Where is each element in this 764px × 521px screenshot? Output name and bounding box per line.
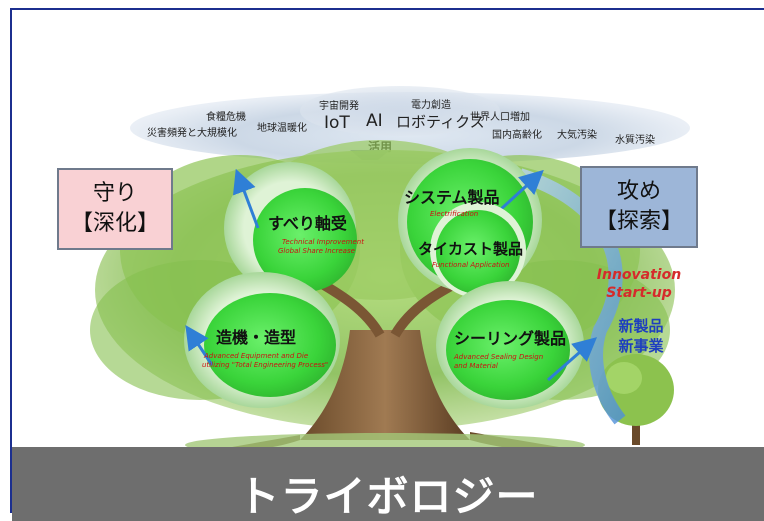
tech-ai: AI (366, 111, 383, 131)
die-cast-products-sub1: Functional Application (432, 261, 510, 269)
keyword-air-pollution: 大気汚染 (557, 130, 597, 141)
tech-robotics: ロボティクス (396, 113, 485, 131)
offense-label: 攻め (616, 179, 661, 204)
frame-border-left (10, 8, 12, 513)
sliding-bearing-text: すべり軸受 Technical Improvement Global Share… (268, 210, 364, 256)
keyword-global-warming: 地球温暖化 (257, 123, 307, 134)
machine-molding-sub1: Advanced Equipment and Die (204, 352, 309, 360)
keyword-population-growth: 世界人口増加 (470, 112, 530, 123)
circle-sealing-products (436, 281, 598, 409)
sliding-bearing-sub2: Global Share Increase (278, 247, 355, 255)
footer-title: トライボロジー (237, 472, 539, 521)
startup-text: Start-up (606, 285, 672, 301)
sliding-bearing-title: すべり軸受 (268, 214, 347, 233)
machine-molding-title: 造機・造型 (216, 328, 297, 347)
frame-border-top (12, 8, 764, 10)
innovation-swoosh (517, 168, 626, 425)
tech-iot: IoT (324, 113, 350, 133)
defense-deepening-box: 守り 【深化】 (57, 168, 173, 250)
sealing-products-title: シーリング製品 (454, 329, 567, 348)
defense-label: 守り (92, 181, 137, 206)
sealing-products-sub1: Advanced Sealing Design (454, 353, 544, 361)
system-products-text: システム製品 Electrification (404, 184, 500, 219)
keyword-food-crisis: 食糧危機 (206, 112, 246, 123)
keyword-disaster: 災害頻発と大規模化 (147, 128, 237, 139)
system-products-sub1: Electrification (430, 210, 479, 218)
circle-die-cast-products (430, 202, 526, 298)
machine-molding-sub2: utilizing "Total Engineering Process" (202, 361, 329, 369)
new-business-text: 新事業 (618, 337, 664, 355)
sealing-products-sub2: and Material (454, 362, 498, 370)
die-cast-products-text: タイカスト製品 Functional Application (418, 238, 523, 270)
circle-sliding-bearing (224, 162, 357, 294)
innovation-startup-label: Innovation Start-up (594, 266, 684, 302)
keyword-power-creation: 電力創造 (411, 100, 451, 111)
offense-exploration-box: 攻め 【探索】 (580, 166, 698, 248)
machine-molding-text: 造機・造型 Advanced Equipment and Die utilizi… (202, 324, 328, 370)
new-products-text: 新製品 (618, 317, 664, 335)
new-business-label: 新製品 新事業 (611, 316, 671, 356)
footer-bar (12, 447, 764, 521)
circle-machine-molding (184, 272, 340, 408)
keyword-aging: 国内高齢化 (492, 130, 542, 141)
deepening-label: 【深化】 (70, 211, 159, 236)
die-cast-products-title: タイカスト製品 (418, 240, 524, 258)
exploration-label: 【探索】 (594, 209, 683, 234)
keyword-space-development: 宇宙開発 (319, 101, 359, 112)
sealing-products-text: シーリング製品 Advanced Sealing Design and Mate… (454, 325, 566, 371)
issues-cloud-top (300, 86, 500, 136)
sliding-bearing-sub1: Technical Improvement (282, 238, 364, 246)
keyword-water-pollution: 水質汚染 (615, 135, 655, 146)
innovation-text: Innovation (596, 267, 682, 283)
system-products-title: システム製品 (404, 188, 500, 207)
